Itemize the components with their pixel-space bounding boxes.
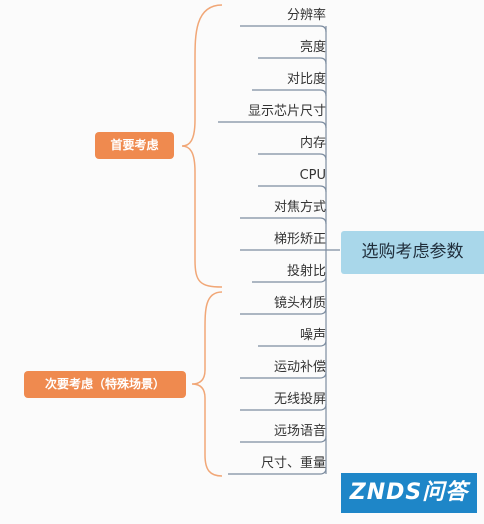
leaf-cpu: CPU (299, 168, 326, 183)
leaf-contrast: 对比度 (286, 72, 326, 87)
leaf-memory: 内存 (299, 136, 326, 151)
leaf-throw-ratio: 投射比 (286, 264, 326, 279)
leaf-focus-mode: 对焦方式 (273, 200, 326, 215)
central-topic: 选购考虑参数 (341, 231, 484, 274)
leaf-keystone-correction: 梯形矫正 (273, 232, 326, 247)
group-primary-label: 首要考虑 (95, 132, 174, 159)
leaf-far-field-voice: 远场语音 (273, 424, 326, 439)
leaf-display-chip-size: 显示芯片尺寸 (247, 104, 326, 119)
znds-watermark-logo: ZNDS问答 (341, 473, 477, 513)
leaf-wireless-casting: 无线投屏 (273, 392, 326, 407)
leaf-brightness: 亮度 (299, 40, 326, 55)
leaf-lens-material: 镜头材质 (273, 296, 326, 311)
leaf-resolution: 分辨率 (286, 8, 326, 23)
group-secondary-label: 次要考虑（特殊场景） (24, 371, 186, 398)
group1-brace (181, 4, 223, 288)
group2-brace (191, 291, 223, 477)
leaf-motion-compensation: 运动补偿 (273, 360, 326, 375)
leaf-noise: 噪声 (299, 328, 326, 343)
watermark-text: ZNDS问答 (349, 480, 469, 505)
leaf-size-weight: 尺寸、重量 (260, 456, 326, 471)
